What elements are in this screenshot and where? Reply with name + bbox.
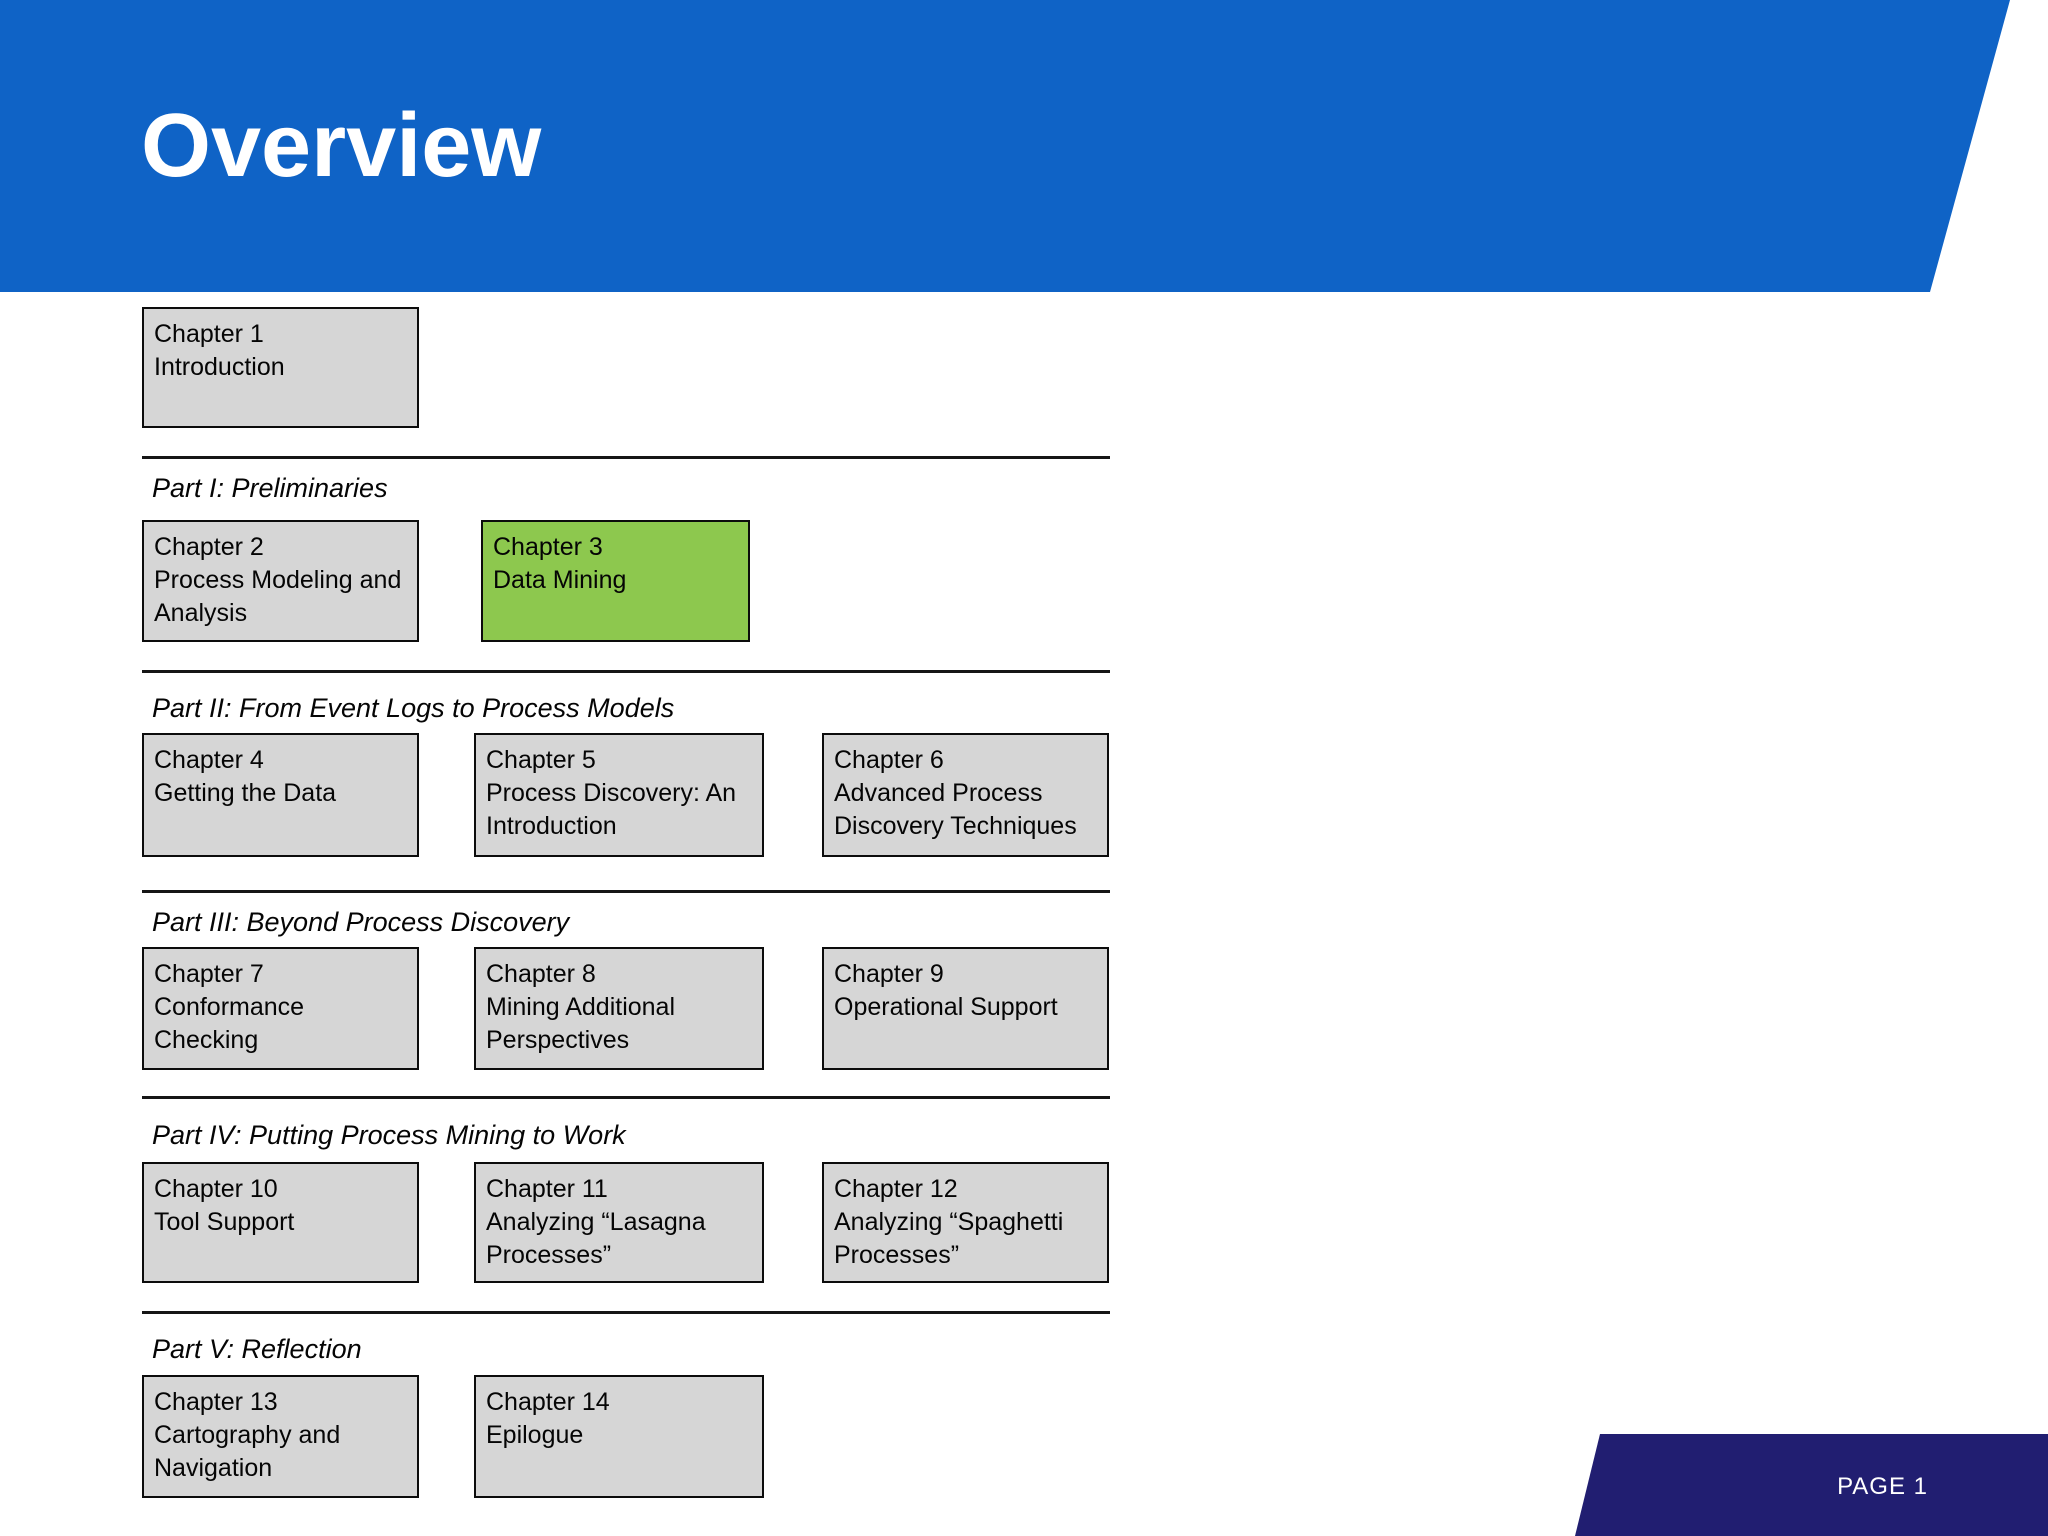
part-label-3: Part III: Beyond Process Discovery bbox=[152, 907, 570, 937]
chapter-subtitle: Getting the Data bbox=[154, 779, 337, 807]
chapter-box-11: Chapter 11 Analyzing “Lasagna Processes” bbox=[474, 1162, 764, 1283]
chapter-subtitle: Data Mining bbox=[493, 566, 627, 594]
chapter-box-7: Chapter 7 Conformance Checking bbox=[142, 947, 419, 1070]
chapter-box-10: Chapter 10 Tool Support bbox=[142, 1162, 419, 1283]
part-separator bbox=[142, 1311, 1110, 1314]
chapter-subtitle: Mining Additional Perspectives bbox=[486, 993, 676, 1054]
chapter-subtitle: Analyzing “Lasagna Processes” bbox=[486, 1208, 706, 1269]
chapter-title: Chapter 1 bbox=[154, 320, 264, 348]
chapter-subtitle: Process Modeling and Analysis bbox=[154, 566, 402, 627]
chapter-title: Chapter 10 bbox=[154, 1175, 278, 1203]
chapter-box-3-highlighted: Chapter 3 Data Mining bbox=[481, 520, 750, 642]
header-banner bbox=[0, 0, 2010, 292]
chapter-subtitle: Epilogue bbox=[486, 1421, 584, 1449]
chapter-title: Chapter 6 bbox=[834, 746, 944, 774]
chapter-title: Chapter 5 bbox=[486, 746, 596, 774]
chapter-subtitle: Operational Support bbox=[834, 993, 1058, 1021]
chapter-box-1: Chapter 1 Introduction bbox=[142, 307, 419, 428]
chapter-box-2: Chapter 2 Process Modeling and Analysis bbox=[142, 520, 419, 642]
chapter-title: Chapter 12 bbox=[834, 1175, 958, 1203]
chapter-title: Chapter 2 bbox=[154, 533, 264, 561]
chapter-subtitle: Analyzing “Spaghetti Processes” bbox=[834, 1208, 1064, 1269]
chapter-subtitle: Tool Support bbox=[154, 1208, 295, 1236]
chapter-subtitle: Process Discovery: An Introduction bbox=[486, 779, 737, 840]
chapter-title: Chapter 7 bbox=[154, 960, 264, 988]
part-separator bbox=[142, 670, 1110, 673]
chapter-box-13: Chapter 13 Cartography and Navigation bbox=[142, 1375, 419, 1498]
chapter-box-4: Chapter 4 Getting the Data bbox=[142, 733, 419, 857]
chapter-box-8: Chapter 8 Mining Additional Perspectives bbox=[474, 947, 764, 1070]
part-label-2: Part II: From Event Logs to Process Mode… bbox=[152, 693, 675, 723]
chapter-box-5: Chapter 5 Process Discovery: An Introduc… bbox=[474, 733, 764, 857]
part-separator bbox=[142, 890, 1110, 893]
chapter-box-12: Chapter 12 Analyzing “Spaghetti Processe… bbox=[822, 1162, 1109, 1283]
part-label-5: Part V: Reflection bbox=[152, 1334, 362, 1364]
footer-banner: PAGE 1 bbox=[1575, 1434, 2048, 1536]
chapter-subtitle: Cartography and Navigation bbox=[154, 1421, 341, 1482]
chapter-title: Chapter 4 bbox=[154, 746, 264, 774]
chapter-box-14: Chapter 14 Epilogue bbox=[474, 1375, 764, 1498]
chapter-box-6: Chapter 6 Advanced Process Discovery Tec… bbox=[822, 733, 1109, 857]
chapter-title: Chapter 3 bbox=[493, 533, 603, 561]
part-separator bbox=[142, 456, 1110, 459]
page-title: Overview bbox=[141, 96, 542, 196]
part-label-4: Part IV: Putting Process Mining to Work bbox=[152, 1120, 626, 1150]
part-label-1: Part I: Preliminaries bbox=[152, 473, 388, 503]
chapter-title: Chapter 8 bbox=[486, 960, 596, 988]
chapter-box-9: Chapter 9 Operational Support bbox=[822, 947, 1109, 1070]
chapter-subtitle: Conformance Checking bbox=[154, 993, 305, 1054]
part-separator bbox=[142, 1096, 1110, 1099]
chapter-subtitle: Introduction bbox=[154, 353, 285, 381]
chapter-subtitle: Advanced Process Discovery Techniques bbox=[834, 779, 1077, 840]
page-number-label: PAGE 1 bbox=[1837, 1473, 1928, 1500]
chapter-title: Chapter 9 bbox=[834, 960, 944, 988]
chapter-title: Chapter 14 bbox=[486, 1388, 610, 1416]
chapter-title: Chapter 11 bbox=[486, 1175, 608, 1203]
chapter-title: Chapter 13 bbox=[154, 1388, 278, 1416]
